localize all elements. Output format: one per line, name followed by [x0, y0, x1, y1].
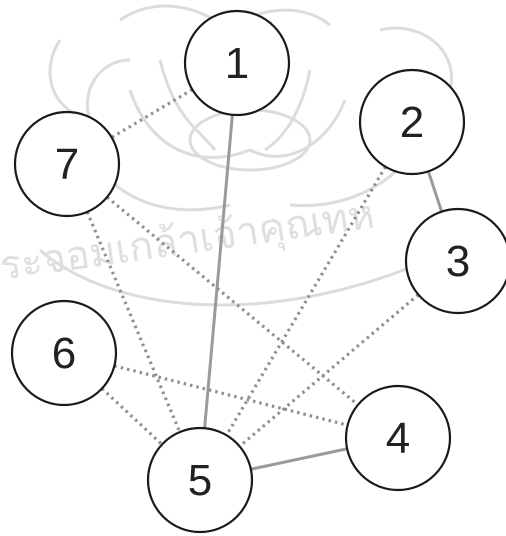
node-label-6: 6: [52, 329, 76, 378]
node-label-3: 3: [446, 237, 470, 286]
node-3: 3: [406, 209, 506, 313]
edge-1-5: [200, 63, 237, 480]
node-label-7: 7: [55, 140, 79, 189]
node-7: 7: [15, 112, 119, 216]
node-label-5: 5: [188, 456, 212, 505]
node-2: 2: [360, 70, 464, 174]
node-1: 1: [185, 11, 289, 115]
node-label-2: 2: [400, 98, 424, 147]
node-5: 5: [148, 428, 252, 532]
node-label-1: 1: [225, 39, 249, 88]
node-label-4: 4: [386, 414, 410, 463]
node-6: 6: [12, 301, 116, 405]
node-4: 4: [346, 386, 450, 490]
